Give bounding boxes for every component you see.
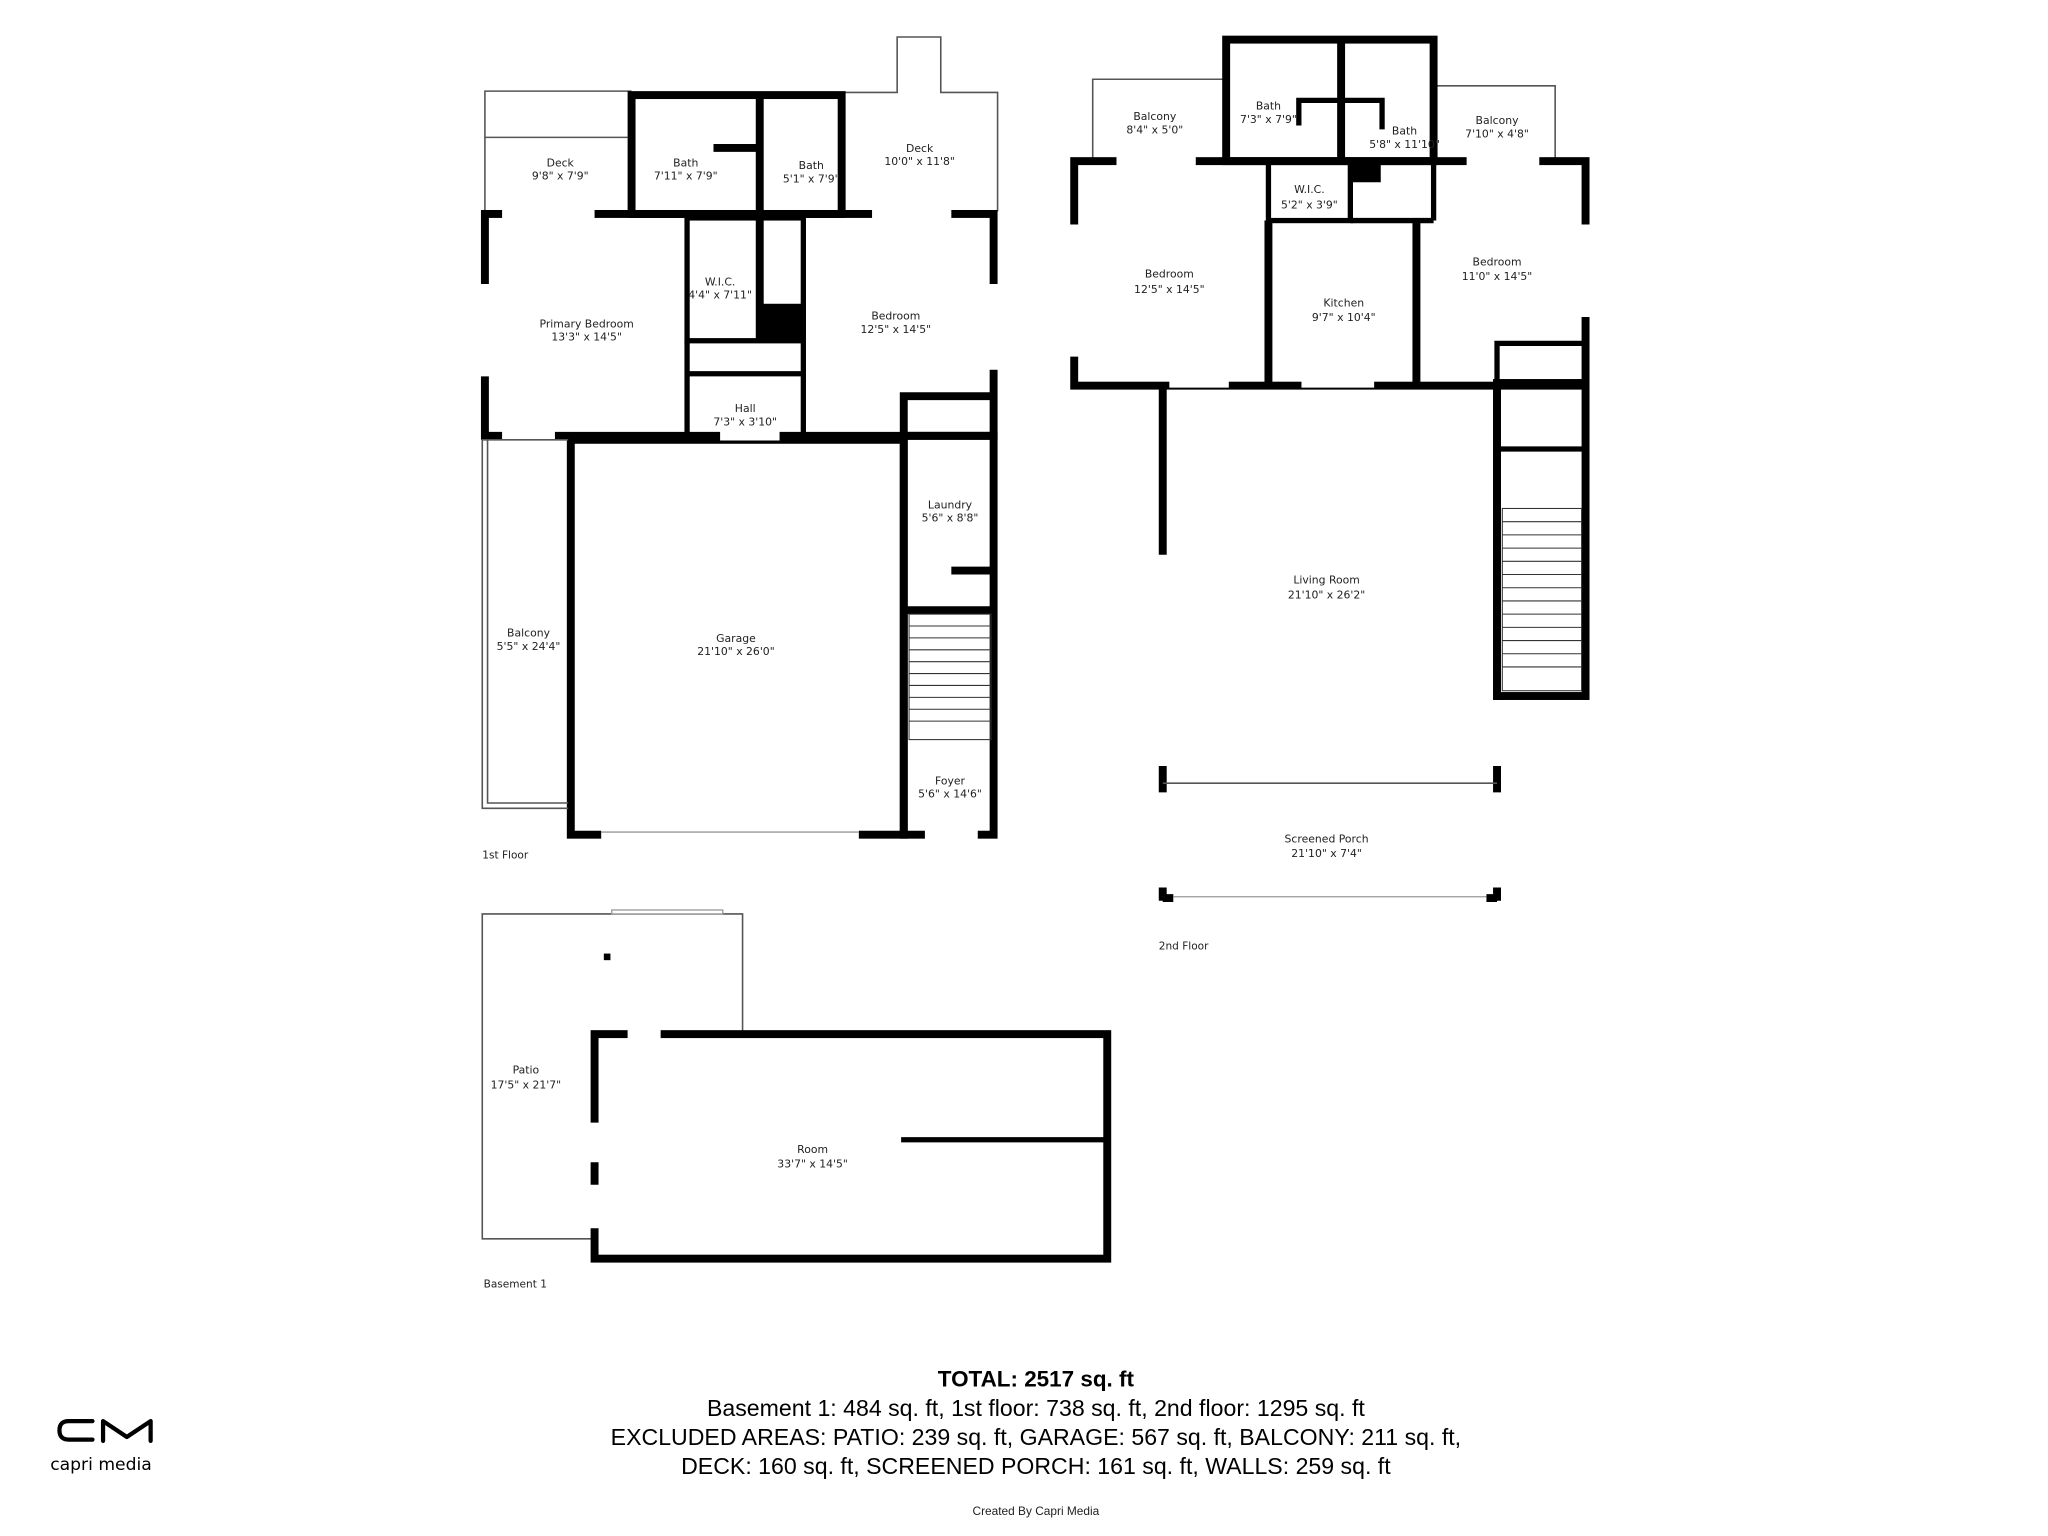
- room-dims: 7'10" x 4'8": [1465, 127, 1529, 140]
- room-name: Bath: [1256, 100, 1281, 113]
- room-name: Bedroom: [1473, 255, 1522, 268]
- room-dims: 5'6" x 8'8": [922, 512, 979, 525]
- room-name: Balcony: [1133, 110, 1177, 123]
- room-name: Patio: [513, 1064, 540, 1077]
- excluded-areas-line2: DECK: 160 sq. ft, SCREENED PORCH: 161 sq…: [681, 1453, 1391, 1479]
- stairs-icon: [908, 613, 992, 741]
- room-dims: 5'2" x 3'9": [1281, 199, 1338, 212]
- room-dims: 21'10" x 26'0": [697, 645, 774, 658]
- room-dims: 10'0" x 11'8": [884, 155, 955, 168]
- room-name: Room: [797, 1143, 828, 1156]
- floor-label: 1st Floor: [482, 849, 529, 861]
- room-name: Bath: [673, 156, 698, 169]
- room-dims: 33'7" x 14'5": [777, 1158, 848, 1171]
- room-name: Deck: [547, 156, 575, 169]
- room-dims: 5'6" x 14'6": [918, 788, 982, 801]
- excluded-areas-line1: EXCLUDED AREAS: PATIO: 239 sq. ft, GARAG…: [611, 1424, 1461, 1450]
- room-name: Bath: [799, 159, 824, 172]
- room-labels-second: Balcony 8'4" x 5'0" Bath 7'3" x 7'9" Bat…: [1126, 100, 1532, 953]
- room-dims: 4'4" x 7'11": [688, 288, 752, 301]
- room-dims: 12'5" x 14'5": [861, 323, 932, 336]
- credit-text: Created By Capri Media: [973, 1504, 1100, 1518]
- room-dims: 9'8" x 7'9": [532, 170, 589, 183]
- room-dims: 9'7" x 10'4": [1312, 311, 1376, 324]
- room-name: Bath: [1392, 125, 1417, 138]
- room-dims: 5'8" x 11'10": [1369, 138, 1440, 151]
- room-dims: 13'3" x 14'5": [551, 331, 622, 344]
- room-name: Laundry: [928, 498, 973, 511]
- room-name: Living Room: [1293, 574, 1359, 587]
- room-name: W.I.C.: [705, 275, 736, 288]
- room-labels-basement: Patio 17'5" x 21'7" Room 33'7" x 14'5" B…: [484, 1064, 848, 1291]
- first-floor-plan: [480, 36, 999, 840]
- room-dims: 17'5" x 21'7": [491, 1078, 562, 1091]
- room-name: Bedroom: [1145, 267, 1194, 280]
- room-dims: 5'1" x 7'9": [783, 172, 840, 185]
- room-dims: 5'5" x 24'4": [497, 640, 561, 653]
- floor-label: 2nd Floor: [1159, 941, 1209, 953]
- floor-label: Basement 1: [484, 1279, 547, 1291]
- floor-areas: Basement 1: 484 sq. ft, 1st floor: 738 s…: [707, 1395, 1365, 1421]
- room-dims: 21'10" x 26'2": [1288, 588, 1365, 601]
- room-name: Garage: [716, 632, 756, 645]
- capri-media-logo: capri media: [50, 1418, 153, 1475]
- room-name: Deck: [906, 142, 934, 155]
- total-area: TOTAL: 2517 sq. ft: [938, 1367, 1135, 1392]
- logo-text: capri media: [50, 1455, 152, 1475]
- room-dims: 7'3" x 7'9": [1240, 113, 1297, 126]
- room-labels-first: Deck 9'8" x 7'9" Bath 7'11" x 7'9" Bath …: [482, 142, 982, 862]
- basement-plan: [481, 909, 1112, 1263]
- second-floor-plan: [1069, 35, 1591, 903]
- room-name: Bedroom: [871, 310, 920, 323]
- room-name: Balcony: [1476, 114, 1520, 127]
- room-dims: 8'4" x 5'0": [1126, 123, 1183, 136]
- stairs-icon: [1501, 507, 1583, 692]
- room-name: Primary Bedroom: [540, 318, 634, 331]
- room-name: Balcony: [507, 627, 551, 640]
- area-summary: TOTAL: 2517 sq. ft Basement 1: 484 sq. f…: [611, 1367, 1461, 1518]
- room-dims: 21'10" x 7'4": [1291, 847, 1362, 860]
- room-dims: 7'11" x 7'9": [654, 170, 718, 183]
- room-name: W.I.C.: [1294, 183, 1325, 196]
- room-name: Screened Porch: [1285, 833, 1369, 846]
- room-dims: 7'3" x 3'10": [713, 415, 777, 428]
- room-name: Foyer: [935, 775, 966, 788]
- room-name: Kitchen: [1323, 296, 1364, 309]
- room-name: Hall: [735, 402, 756, 415]
- room-dims: 12'5" x 14'5": [1134, 283, 1205, 296]
- room-dims: 11'0" x 14'5": [1462, 270, 1533, 283]
